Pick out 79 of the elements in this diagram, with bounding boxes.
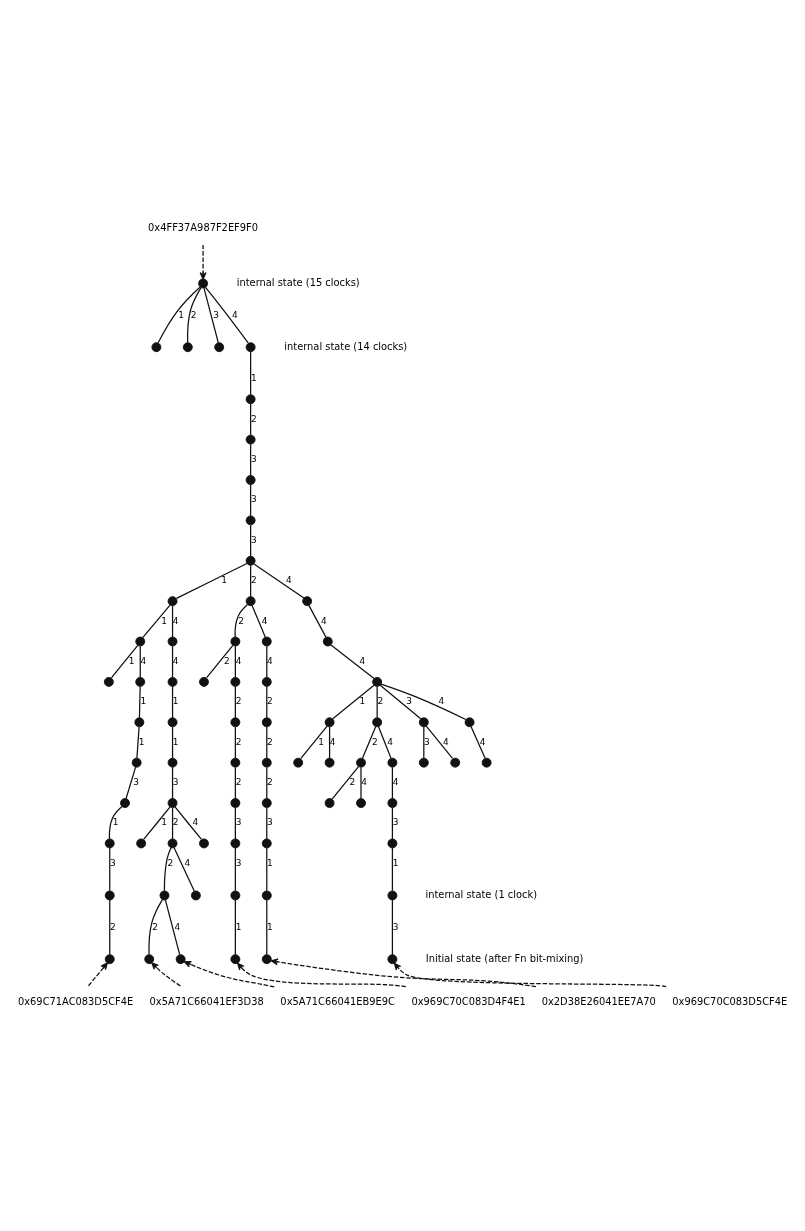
edge-label: 4 (479, 736, 486, 747)
edge-label: 4 (387, 736, 394, 747)
edge-label: 2 (372, 736, 378, 747)
edge-label: 1 (235, 921, 242, 932)
edge-label: 1 (140, 696, 147, 707)
edge-label: 1 (161, 615, 167, 626)
edge-label: 1 (267, 857, 273, 868)
edge-label: 3 (213, 309, 219, 320)
edge-label: 3 (392, 817, 399, 828)
edge-label: 1 (172, 736, 179, 747)
edge-label: 4 (235, 655, 242, 666)
edge-label: 1 (250, 373, 257, 384)
edge-label: 3 (235, 857, 242, 868)
edge-label: 3 (267, 817, 273, 828)
node-text: 0x969C70C083D4F4E1 (411, 995, 526, 1007)
edge-label: 2 (190, 309, 197, 320)
edge-label: 1 (172, 696, 179, 707)
edge-label: 2 (235, 736, 242, 747)
edge-label: 1 (318, 736, 324, 747)
edge-label: 2 (267, 736, 273, 747)
edge-label: 2 (349, 777, 356, 788)
edge-label: 3 (424, 736, 430, 747)
edge-label: 2 (238, 615, 245, 626)
edge-label: 4 (359, 655, 366, 666)
edge-label: 4 (184, 857, 191, 868)
edge-label: 2 (250, 413, 257, 424)
edge-label: 2 (250, 575, 257, 586)
label: Initial state (after Fn bit-mixing) (425, 952, 584, 964)
edge-label: 4 (174, 921, 181, 932)
edge-label: 2 (235, 777, 242, 788)
label: internal state (15 clocks) (236, 276, 360, 288)
edge-label: 3 (250, 494, 257, 505)
edge-label: 3 (235, 817, 242, 828)
edge-label: 4 (285, 575, 292, 586)
node-text: 0x5A71C66041EF3D38 (149, 995, 264, 1007)
edge-label: 3 (250, 454, 257, 465)
label: internal state (1 clock) (425, 888, 537, 900)
edge-label: 2 (152, 921, 158, 932)
edge-label: 4 (267, 655, 273, 666)
node-text: 0x969C70C083D5CF4E (672, 995, 788, 1007)
edge-label: 2 (110, 921, 116, 932)
edge-label: 1 (161, 817, 167, 828)
edge-label: 4 (172, 655, 179, 666)
edge-label: 1 (138, 736, 145, 747)
label: internal state (14 clocks) (284, 340, 408, 352)
node-text: 0x69C71AC083D5CF4E (18, 995, 134, 1007)
edge-label: 4 (392, 777, 399, 788)
edge-label: 2 (172, 817, 179, 828)
edge-label: 4 (140, 655, 147, 666)
node-text: 0x2D38E26041EE7A70 (541, 995, 656, 1007)
edge-label: 4 (329, 736, 336, 747)
edge-label: 1 (267, 921, 273, 932)
node-text: 0x4FF37A987F2EF9F0 (148, 222, 259, 234)
edge-label: 2 (235, 696, 242, 707)
node-text: 0x5A71C66041EB9E9C (280, 995, 395, 1007)
edge-label: 1 (112, 817, 119, 828)
edge-label: 3 (172, 777, 179, 788)
edge-label: 2 (377, 696, 384, 707)
edge-label: 3 (133, 777, 140, 788)
edge-label: 1 (221, 575, 228, 586)
edge-label: 4 (172, 615, 179, 626)
edge-label: 2 (267, 777, 273, 788)
edge-label: 4 (320, 615, 327, 626)
edge-label: 1 (178, 309, 184, 320)
edge-label: 3 (392, 921, 399, 932)
edge-label: 4 (438, 696, 445, 707)
edge-label: 4 (261, 615, 268, 626)
edge-label: 1 (392, 857, 399, 868)
edge-label: 3 (250, 534, 257, 545)
edge-label: 2 (267, 696, 273, 707)
edge-label: 1 (128, 655, 135, 666)
edge-label: 2 (223, 655, 230, 666)
edge-label: 4 (192, 817, 199, 828)
edge-label: 4 (232, 309, 238, 320)
edge-label: 3 (406, 696, 412, 707)
edge-label: 1 (359, 696, 366, 707)
edge-label: 2 (167, 857, 174, 868)
edge-label: 4 (442, 736, 449, 747)
edge-label: 3 (110, 857, 116, 868)
